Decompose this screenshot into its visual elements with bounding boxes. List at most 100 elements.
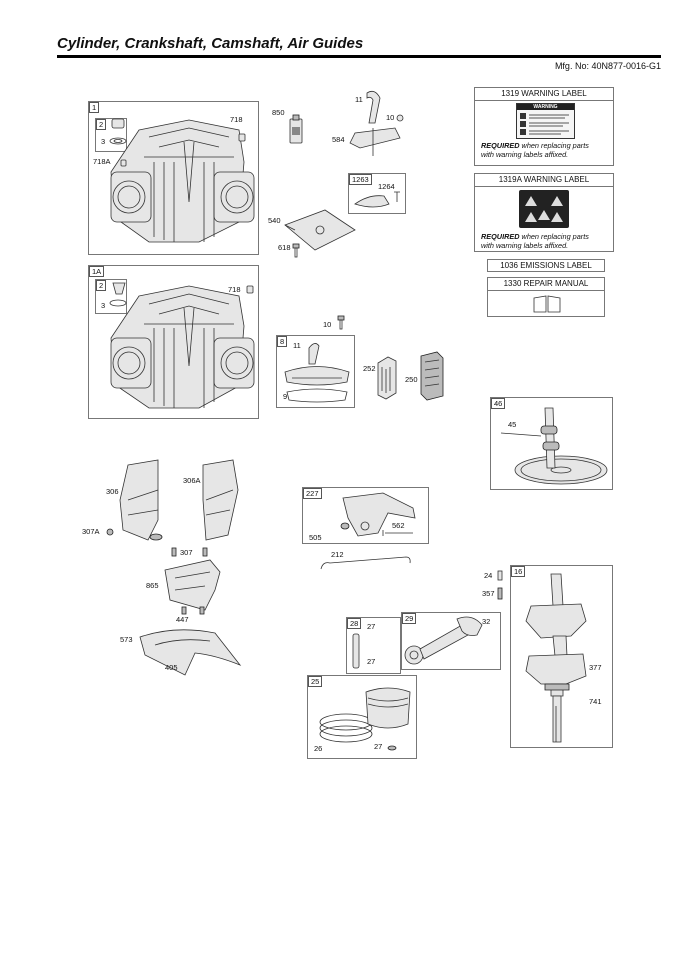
sealant-tube-illustration bbox=[289, 114, 303, 144]
callout-718: 718 bbox=[230, 115, 243, 124]
part-tag-1263: 1263 bbox=[349, 174, 372, 185]
callout-27-piston: 27 bbox=[374, 742, 383, 751]
warning-a-note-line2: with warning labels affixed. bbox=[481, 241, 569, 250]
callout-11: 11 bbox=[355, 95, 363, 104]
screw-618-illustration bbox=[292, 243, 300, 258]
bracket-illustration bbox=[340, 492, 416, 537]
cylinder-alt-box[interactable]: 1A 2 718 3 bbox=[88, 265, 259, 419]
piston-pin-box[interactable]: 28 27 27 bbox=[346, 617, 401, 674]
callout-26: 26 bbox=[314, 744, 323, 753]
warning-sticker: WARNING bbox=[516, 103, 575, 139]
piston-box[interactable]: 25 26 27 bbox=[307, 675, 417, 759]
breather-cover-box[interactable]: 1263 1264 bbox=[348, 173, 406, 214]
baffle-865-illustration bbox=[164, 559, 221, 611]
callout-306: 306 bbox=[106, 487, 119, 496]
callout-3: 3 bbox=[101, 137, 106, 146]
cylinder-alt-illustration bbox=[109, 282, 255, 409]
air-guide-illustration bbox=[119, 459, 239, 541]
callout-3-alt: 3 bbox=[101, 301, 106, 310]
callout-1264: 1264 bbox=[378, 182, 395, 191]
callout-573: 573 bbox=[120, 635, 133, 644]
callout-10: 10 bbox=[386, 113, 395, 122]
warning-a-note-line1: when replacing parts bbox=[519, 232, 589, 241]
warning-sticker-icons bbox=[520, 113, 569, 135]
warning-a-note: REQUIRED when replacing parts with warni… bbox=[481, 232, 589, 250]
piston-illustration bbox=[319, 687, 411, 751]
page-title: Cylinder, Crankshaft, Camshaft, Air Guid… bbox=[57, 35, 364, 52]
air-guide-573-illustration bbox=[139, 629, 242, 676]
callout-405: 405 bbox=[165, 663, 178, 672]
part-tag-8: 8 bbox=[277, 336, 288, 347]
part-tag-1a: 1A bbox=[89, 266, 105, 277]
warning-label-a-box[interactable]: 1319A WARNING LABEL REQUIRED when replac… bbox=[474, 173, 614, 252]
connecting-rod-box[interactable]: 29 32 bbox=[401, 612, 501, 670]
warning-sticker-title: WARNING bbox=[517, 104, 574, 110]
part-tag-227: 227 bbox=[303, 488, 322, 499]
warning-note-line2: with warning labels affixed. bbox=[481, 150, 569, 159]
piston-pin-illustration bbox=[352, 633, 360, 669]
callout-584: 584 bbox=[332, 135, 345, 144]
cylinder-illustration bbox=[109, 118, 255, 243]
callout-562: 562 bbox=[392, 521, 405, 530]
callout-850: 850 bbox=[272, 108, 285, 117]
title-rule bbox=[57, 55, 661, 58]
part-tag-2: 2 bbox=[96, 119, 107, 130]
breather-tube-illustration bbox=[349, 90, 404, 156]
breather-assembly-box[interactable]: 8 11 9 bbox=[276, 335, 355, 408]
book-icon bbox=[533, 295, 561, 313]
screw-307a-illustration bbox=[106, 528, 114, 536]
screws-307-illustration bbox=[171, 547, 208, 557]
connecting-rod-illustration bbox=[404, 616, 483, 665]
callout-718-alt: 718 bbox=[228, 285, 241, 294]
callout-11-box8: 11 bbox=[293, 341, 301, 350]
mfg-number: Mfg. No: 40N877-0016-G1 bbox=[554, 61, 661, 71]
callout-250: 250 bbox=[405, 375, 418, 384]
emissions-label-header: 1036 EMISSIONS LABEL bbox=[500, 261, 592, 270]
callout-741: 741 bbox=[589, 697, 602, 706]
camshaft-box[interactable]: 46 45 bbox=[490, 397, 613, 490]
callout-865: 865 bbox=[146, 581, 159, 590]
part-tag-29: 29 bbox=[402, 613, 417, 624]
repair-manual-box[interactable]: 1330 REPAIR MANUAL bbox=[487, 277, 605, 317]
part-tag-1: 1 bbox=[89, 102, 100, 113]
callout-27-pin-bottom: 27 bbox=[367, 657, 376, 666]
callout-252: 252 bbox=[363, 364, 376, 373]
part-tag-25: 25 bbox=[308, 676, 323, 687]
warning-required: REQUIRED bbox=[481, 141, 520, 150]
warning-a-sticker bbox=[519, 190, 569, 228]
callout-307A: 307A bbox=[82, 527, 100, 536]
breather-cover-illustration bbox=[354, 191, 400, 208]
crankshaft-illustration bbox=[525, 573, 587, 743]
key-24-illustration bbox=[497, 570, 503, 581]
callout-505: 505 bbox=[309, 533, 322, 542]
callout-10-box8: 10 bbox=[323, 320, 332, 329]
callout-306A: 306A bbox=[183, 476, 201, 485]
callout-540: 540 bbox=[268, 216, 281, 225]
repair-manual-header: 1330 REPAIR MANUAL bbox=[488, 278, 604, 291]
bracket-box[interactable]: 227 505 562 bbox=[302, 487, 429, 544]
callout-45: 45 bbox=[508, 420, 517, 429]
seal-subbox-alt[interactable]: 2 bbox=[95, 279, 127, 314]
warning-a-required: REQUIRED bbox=[481, 232, 520, 241]
seal-subbox[interactable]: 2 bbox=[95, 118, 127, 152]
warning-note-line1: when replacing parts bbox=[519, 141, 589, 150]
filter-element-illustration bbox=[377, 356, 397, 400]
callout-212: 212 bbox=[331, 550, 344, 559]
part-tag-28: 28 bbox=[347, 618, 362, 629]
warning-label-a-header: 1319A WARNING LABEL bbox=[475, 174, 613, 187]
warning-label-box[interactable]: 1319 WARNING LABEL WARNING REQUIRED when… bbox=[474, 87, 614, 166]
callout-307: 307 bbox=[180, 548, 193, 557]
warning-note: REQUIRED when replacing parts with warni… bbox=[481, 141, 589, 159]
screen-illustration bbox=[420, 351, 444, 401]
link-212-illustration bbox=[320, 556, 411, 570]
callout-447: 447 bbox=[176, 615, 189, 624]
callout-377: 377 bbox=[589, 663, 602, 672]
crankshaft-box[interactable]: 16 377 741 bbox=[510, 565, 613, 748]
cylinder-box[interactable]: 1 2 718 3 718A bbox=[88, 101, 259, 255]
warning-label-header: 1319 WARNING LABEL bbox=[475, 88, 613, 101]
callout-618: 618 bbox=[278, 243, 291, 252]
callout-24: 24 bbox=[484, 571, 493, 580]
callout-718A: 718A bbox=[93, 157, 111, 166]
emissions-label-box[interactable]: 1036 EMISSIONS LABEL bbox=[487, 259, 605, 272]
callout-32: 32 bbox=[482, 617, 491, 626]
